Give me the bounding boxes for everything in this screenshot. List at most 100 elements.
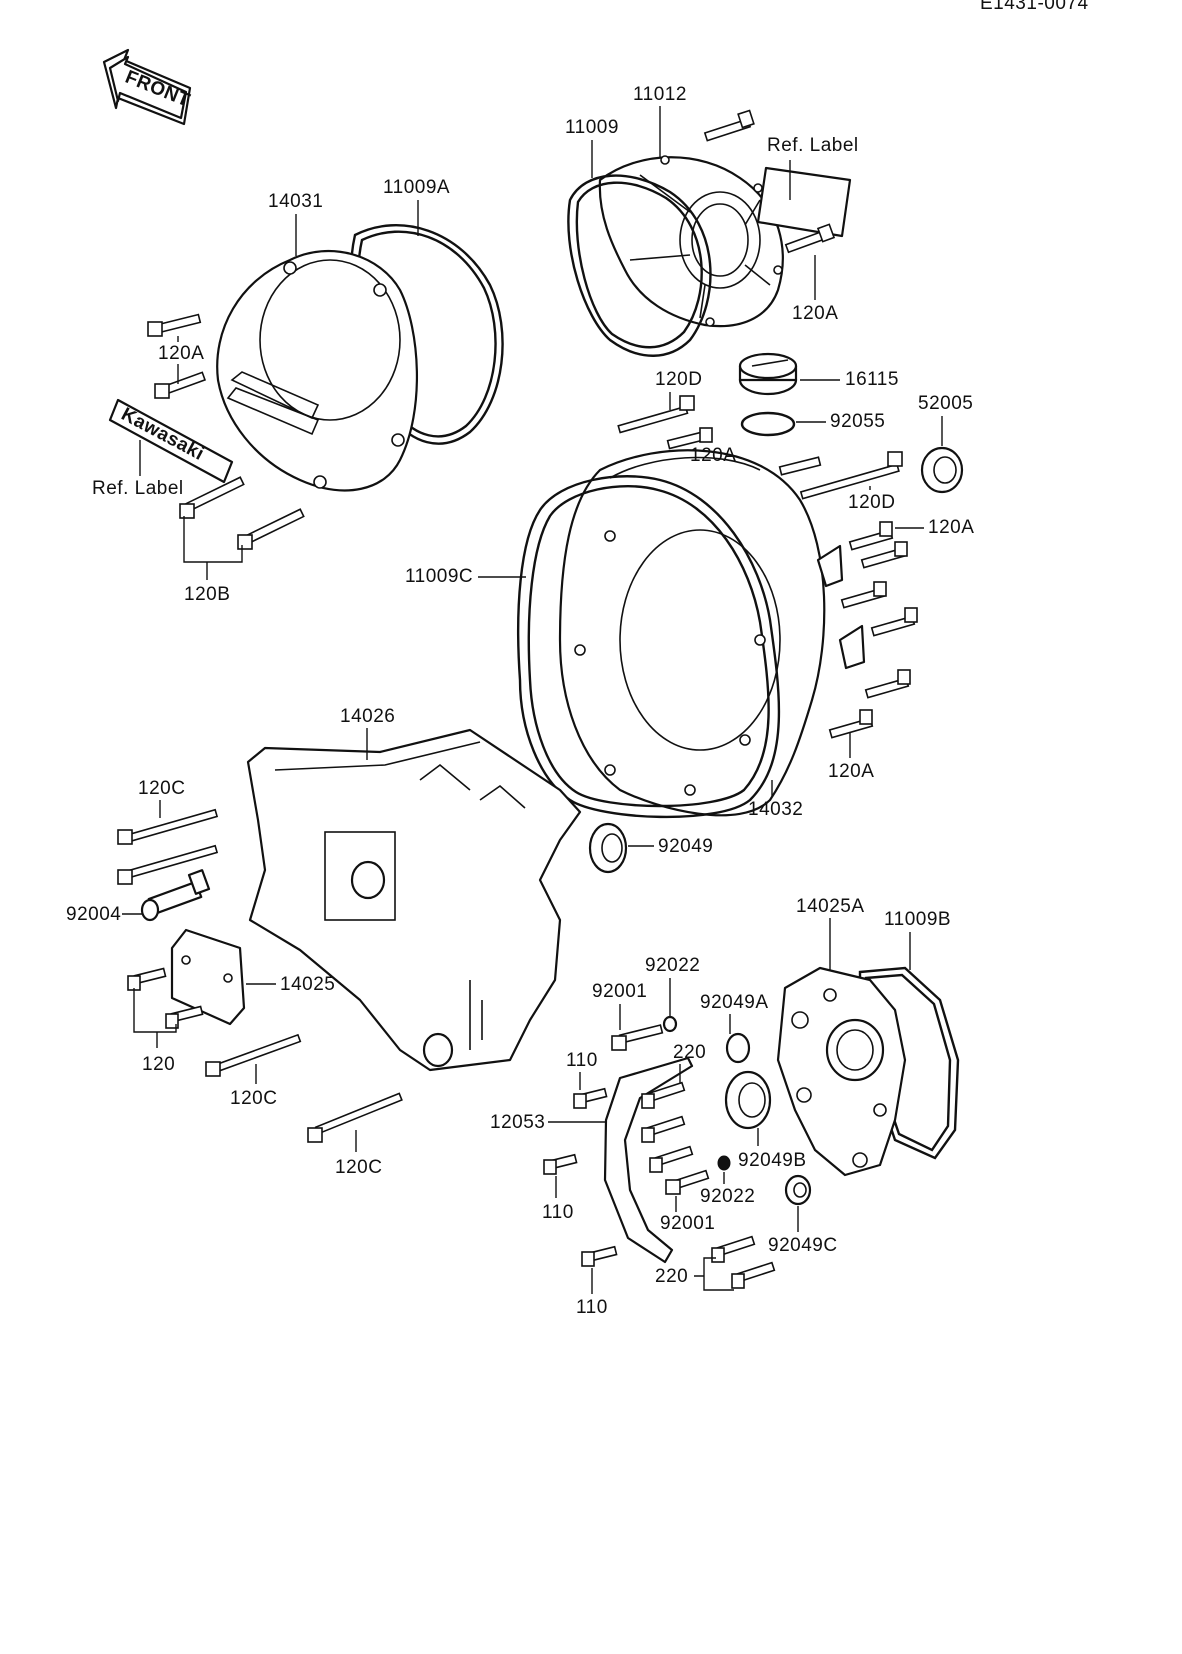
oil-seal-92049C	[784, 1174, 812, 1206]
label-12053: 12053	[490, 1112, 545, 1133]
cover-14025A	[776, 966, 907, 1177]
crankcase-cover-14032	[558, 449, 826, 817]
label-92001-top: 92001	[592, 981, 647, 1002]
label-92049: 92049	[658, 836, 713, 857]
label-120A-left: 120A	[158, 343, 204, 364]
label-92049C: 92049C	[768, 1235, 838, 1256]
bolt-icon	[860, 541, 908, 569]
bolt-icon	[665, 1169, 710, 1195]
clamp-icon	[816, 544, 844, 588]
label-120A-top-right: 120A	[792, 303, 838, 324]
label-11012: 11012	[633, 84, 687, 105]
bolt-icon	[840, 581, 887, 609]
front-arrow-icon: FRONT	[102, 48, 193, 126]
bolt-icon	[870, 607, 918, 637]
kawasaki-logo-plate: Kawasaki	[108, 398, 234, 484]
label-11009B: 11009B	[884, 909, 951, 930]
bolt-icon	[711, 1235, 756, 1263]
label-110-bottom: 110	[576, 1297, 608, 1318]
label-52005: 52005	[918, 393, 973, 414]
label-16115: 16115	[845, 369, 899, 390]
bolt-icon	[848, 521, 894, 551]
clutch-outer-cover-11012	[598, 155, 784, 328]
oil-seal-92049A	[725, 1032, 751, 1064]
label-14025A: 14025A	[796, 896, 865, 917]
generator-cover-14031	[216, 250, 418, 492]
label-14025: 14025	[280, 974, 335, 995]
bolt-icon	[573, 1087, 608, 1109]
washer-92022	[662, 1015, 678, 1033]
oil-seal-92049	[588, 822, 628, 874]
label-92022-top: 92022	[645, 955, 700, 976]
bolt-icon	[784, 223, 836, 254]
label-92004: 92004	[66, 904, 121, 925]
label-11009A: 11009A	[383, 177, 450, 198]
bolt-icon	[147, 313, 202, 337]
label-120C-bottom: 120C	[335, 1157, 382, 1178]
bolt-icon	[154, 371, 207, 399]
label-92049A: 92049A	[700, 992, 769, 1013]
bolt-icon	[731, 1261, 776, 1289]
bolt-icon	[205, 1033, 302, 1077]
crankcase-cover-gasket-11009C	[517, 475, 781, 819]
bolt-icon	[778, 456, 822, 476]
neutral-switch-92004	[140, 869, 211, 922]
bolt-icon	[641, 1081, 686, 1109]
bolt-icon	[127, 967, 167, 991]
oil-seal-52005	[920, 446, 964, 494]
label-220-top: 220	[673, 1042, 706, 1063]
clamp-icon	[838, 624, 866, 670]
label-92049B: 92049B	[738, 1150, 807, 1171]
bolt-icon	[237, 508, 305, 550]
kawasaki-logo-text: Kawasaki	[118, 404, 208, 465]
label-ref-label-left: Ref. Label	[92, 478, 184, 499]
bolt-icon	[179, 476, 245, 519]
label-120A-bottom: 120A	[828, 761, 874, 782]
label-110-top: 110	[566, 1050, 598, 1071]
label-120C-top: 120C	[138, 778, 185, 799]
label-92001-bottom: 92001	[660, 1213, 715, 1234]
label-14031: 14031	[268, 191, 323, 212]
label-120A-mid: 120A	[690, 445, 736, 466]
bolt-icon	[611, 1024, 664, 1051]
label-92055: 92055	[830, 411, 885, 432]
label-120A-right: 120A	[928, 517, 974, 538]
label-92022-bottom: 92022	[700, 1186, 755, 1207]
cover-plate-14025	[170, 928, 246, 1026]
label-14032: 14032	[748, 799, 803, 820]
washer-92022	[717, 1155, 731, 1171]
bolt-icon	[307, 1092, 403, 1143]
clutch-cover-gasket-11009	[567, 174, 712, 357]
oil-seal-92049B	[724, 1070, 772, 1130]
bolt-icon	[703, 109, 755, 142]
oil-filler-cap-16115	[738, 352, 798, 396]
label-11009: 11009	[565, 117, 619, 138]
bolt-icon	[581, 1245, 618, 1267]
chain-cover-14026	[246, 728, 582, 1072]
bolt-icon	[117, 844, 219, 885]
bolt-icon	[799, 451, 903, 500]
label-ref-label-top: Ref. Label	[767, 135, 859, 156]
reference-label-plate-top	[756, 166, 852, 238]
label-120D-top: 120D	[655, 369, 702, 390]
bolt-icon	[864, 669, 911, 699]
bolt-icon	[641, 1115, 686, 1143]
bolt-icon	[543, 1153, 578, 1175]
label-110-mid: 110	[542, 1202, 574, 1223]
label-120D-right: 120D	[848, 492, 895, 513]
label-11009C: 11009C	[405, 566, 473, 587]
label-220-bottom: 220	[655, 1266, 688, 1287]
bolt-icon	[117, 808, 219, 845]
o-ring-92055	[740, 411, 796, 437]
label-14026: 14026	[340, 706, 395, 727]
bolt-icon	[649, 1145, 694, 1173]
bolt-icon	[165, 1005, 204, 1029]
bolt-icon	[666, 427, 713, 450]
label-120: 120	[142, 1054, 175, 1075]
chain-guide-12053	[603, 1056, 694, 1264]
bolt-icon	[617, 395, 695, 434]
bolt-icon	[828, 709, 874, 739]
label-120C-mid: 120C	[230, 1088, 277, 1109]
label-120B: 120B	[184, 584, 230, 605]
